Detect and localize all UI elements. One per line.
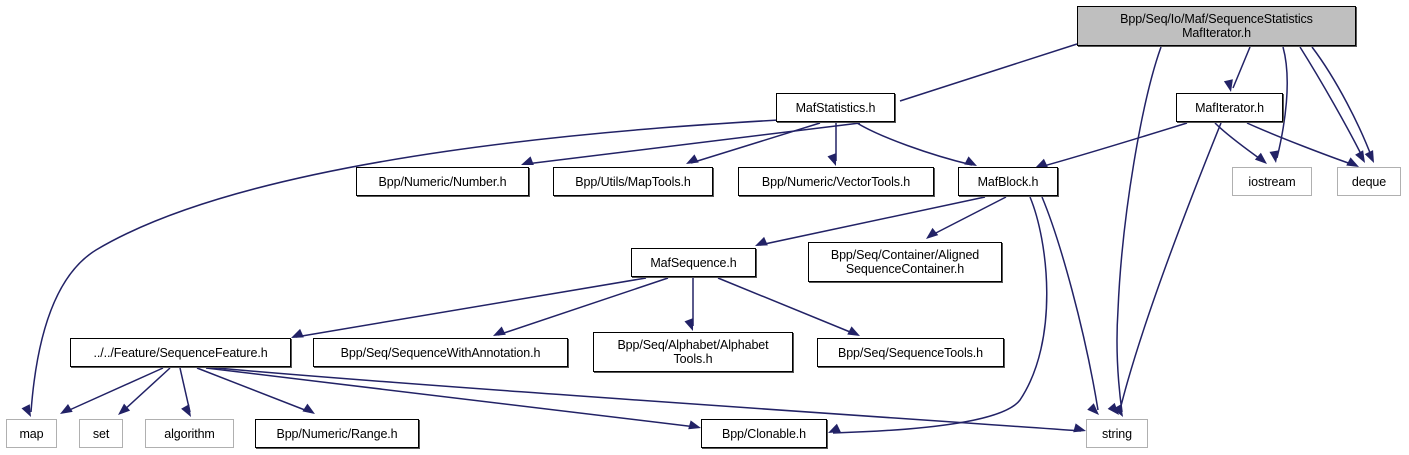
graph-arrowhead-mafblock-to-alignedsc [926,227,939,239]
graph-arrowhead-mafblock-to-clonable [828,423,841,433]
graph-edge-mafstats-to-mafblock [856,122,973,166]
graph-node-number[interactable]: Bpp/Numeric/Number.h [356,167,529,196]
graph-node-clonable[interactable]: Bpp/Clonable.h [701,419,827,448]
graph-arrowhead-mafblock-to-string [1087,403,1099,415]
graph-edge-root-to-mafiter [1232,46,1251,89]
graph-node-mafstats[interactable]: MafStatistics.h [776,93,895,122]
graph-arrowhead-mafblock-to-mafseq [755,236,768,246]
graph-node-map[interactable]: map [6,419,57,448]
graph-edge-mafseq-to-seqfeature [295,277,647,338]
graph-node-range[interactable]: Bpp/Numeric/Range.h [255,419,419,448]
graph-edge-mafseq-to-seqtools [717,277,856,335]
graph-edge-mafstats-to-number [525,122,861,165]
graph-node-alphatools[interactable]: Bpp/Seq/Alphabet/Alphabet Tools.h [593,332,793,372]
graph-arrowhead-mafiter-to-iostream [1254,152,1267,164]
graph-node-vectortools[interactable]: Bpp/Numeric/VectorTools.h [738,167,934,196]
graph-arrowhead-mafstats-to-vectortools [827,153,837,166]
graph-edge-mafiter-to-deque [1246,122,1355,166]
graph-node-iostream[interactable]: iostream [1232,167,1312,196]
graph-arrowhead-mafiter-to-string [1107,402,1119,415]
graph-arrowhead-root-to-string [1113,404,1123,417]
graph-edge-seqfeature-to-set [121,367,171,413]
graph-node-deque[interactable]: deque [1337,167,1401,196]
graph-edge-root-to-string [1116,46,1162,413]
graph-arrowhead-mafseq-to-seqwithann [493,326,506,336]
graph-node-algorithm[interactable]: algorithm [145,419,234,448]
graph-node-maptools[interactable]: Bpp/Utils/MapTools.h [553,167,713,196]
graph-edge-mafblock-to-alignedsc [929,196,1007,237]
graph-arrowhead-seqfeature-to-algorithm [181,404,191,417]
graph-arrowhead-root-to-deque-b [1364,150,1374,163]
graph-edge-root-to-deque-b [1311,46,1373,159]
graph-node-mafseq[interactable]: MafSequence.h [631,248,756,277]
graph-arrowhead-mafstats-to-maptools [686,154,699,164]
graph-edge-seqfeature-to-range [196,367,311,413]
graph-node-alignedsc[interactable]: Bpp/Seq/Container/Aligned SequenceContai… [808,242,1002,282]
graph-arrowhead-root-to-mafiter [1223,79,1233,92]
graph-arrowhead-mafseq-to-seqfeature [291,328,304,338]
graph-arrowhead-seqfeature-to-range [302,403,315,414]
graph-edge-seqfeature-to-algorithm [179,367,191,413]
graph-edge-mafstats-to-maptools [690,122,821,164]
graph-edge-mafseq-to-seqwithann [497,277,669,336]
graph-edge-mafiter-to-string [1119,122,1222,411]
graph-node-mafblock[interactable]: MafBlock.h [958,167,1058,196]
graph-node-seqfeature[interactable]: ../../Feature/SequenceFeature.h [70,338,291,367]
graph-arrowhead-seqfeature-to-clonable [688,420,701,430]
graph-edge-root-to-mafstats [899,43,1078,102]
graph-arrowhead-mafstats-to-number [521,156,534,165]
graph-node-mafiter[interactable]: MafIterator.h [1176,93,1283,122]
graph-arrowhead-mafstats-to-mafblock [964,156,977,166]
graph-arrowhead-root-to-deque-a [1355,150,1365,163]
graph-arrowhead-mafseq-to-seqtools [847,326,860,336]
graph-arrowhead-mafstats-to-map [21,404,31,417]
graph-arrowhead-seqfeature-to-map [60,403,73,414]
graph-edge-mafblock-to-string [1041,196,1099,411]
graph-edge-mafblock-to-mafseq [759,196,986,246]
graph-edge-mafiter-to-mafblock [1039,122,1188,168]
graph-edge-seqfeature-to-map [64,367,164,413]
graph-arrowhead-seqfeature-to-set [118,403,131,415]
graph-node-seqtools[interactable]: Bpp/Seq/SequenceTools.h [817,338,1004,367]
graph-arrowhead-root-to-iostream [1269,150,1279,163]
graph-node-set[interactable]: set [79,419,123,448]
graph-arrowhead-seqfeature-to-string [1073,423,1086,433]
graph-edge-root-to-deque-a [1299,46,1364,159]
graph-node-root[interactable]: Bpp/Seq/Io/Maf/SequenceStatistics MafIte… [1077,6,1356,46]
graph-arrowhead-mafiter-to-deque [1346,157,1359,167]
graph-edge-mafiter-to-iostream [1214,122,1264,162]
graph-edge-mafblock-to-clonable [832,196,1048,434]
graph-node-seqwithann[interactable]: Bpp/Seq/SequenceWithAnnotation.h [313,338,568,367]
graph-node-string[interactable]: string [1086,419,1148,448]
graph-arrowhead-mafseq-to-alphatools [684,318,694,331]
